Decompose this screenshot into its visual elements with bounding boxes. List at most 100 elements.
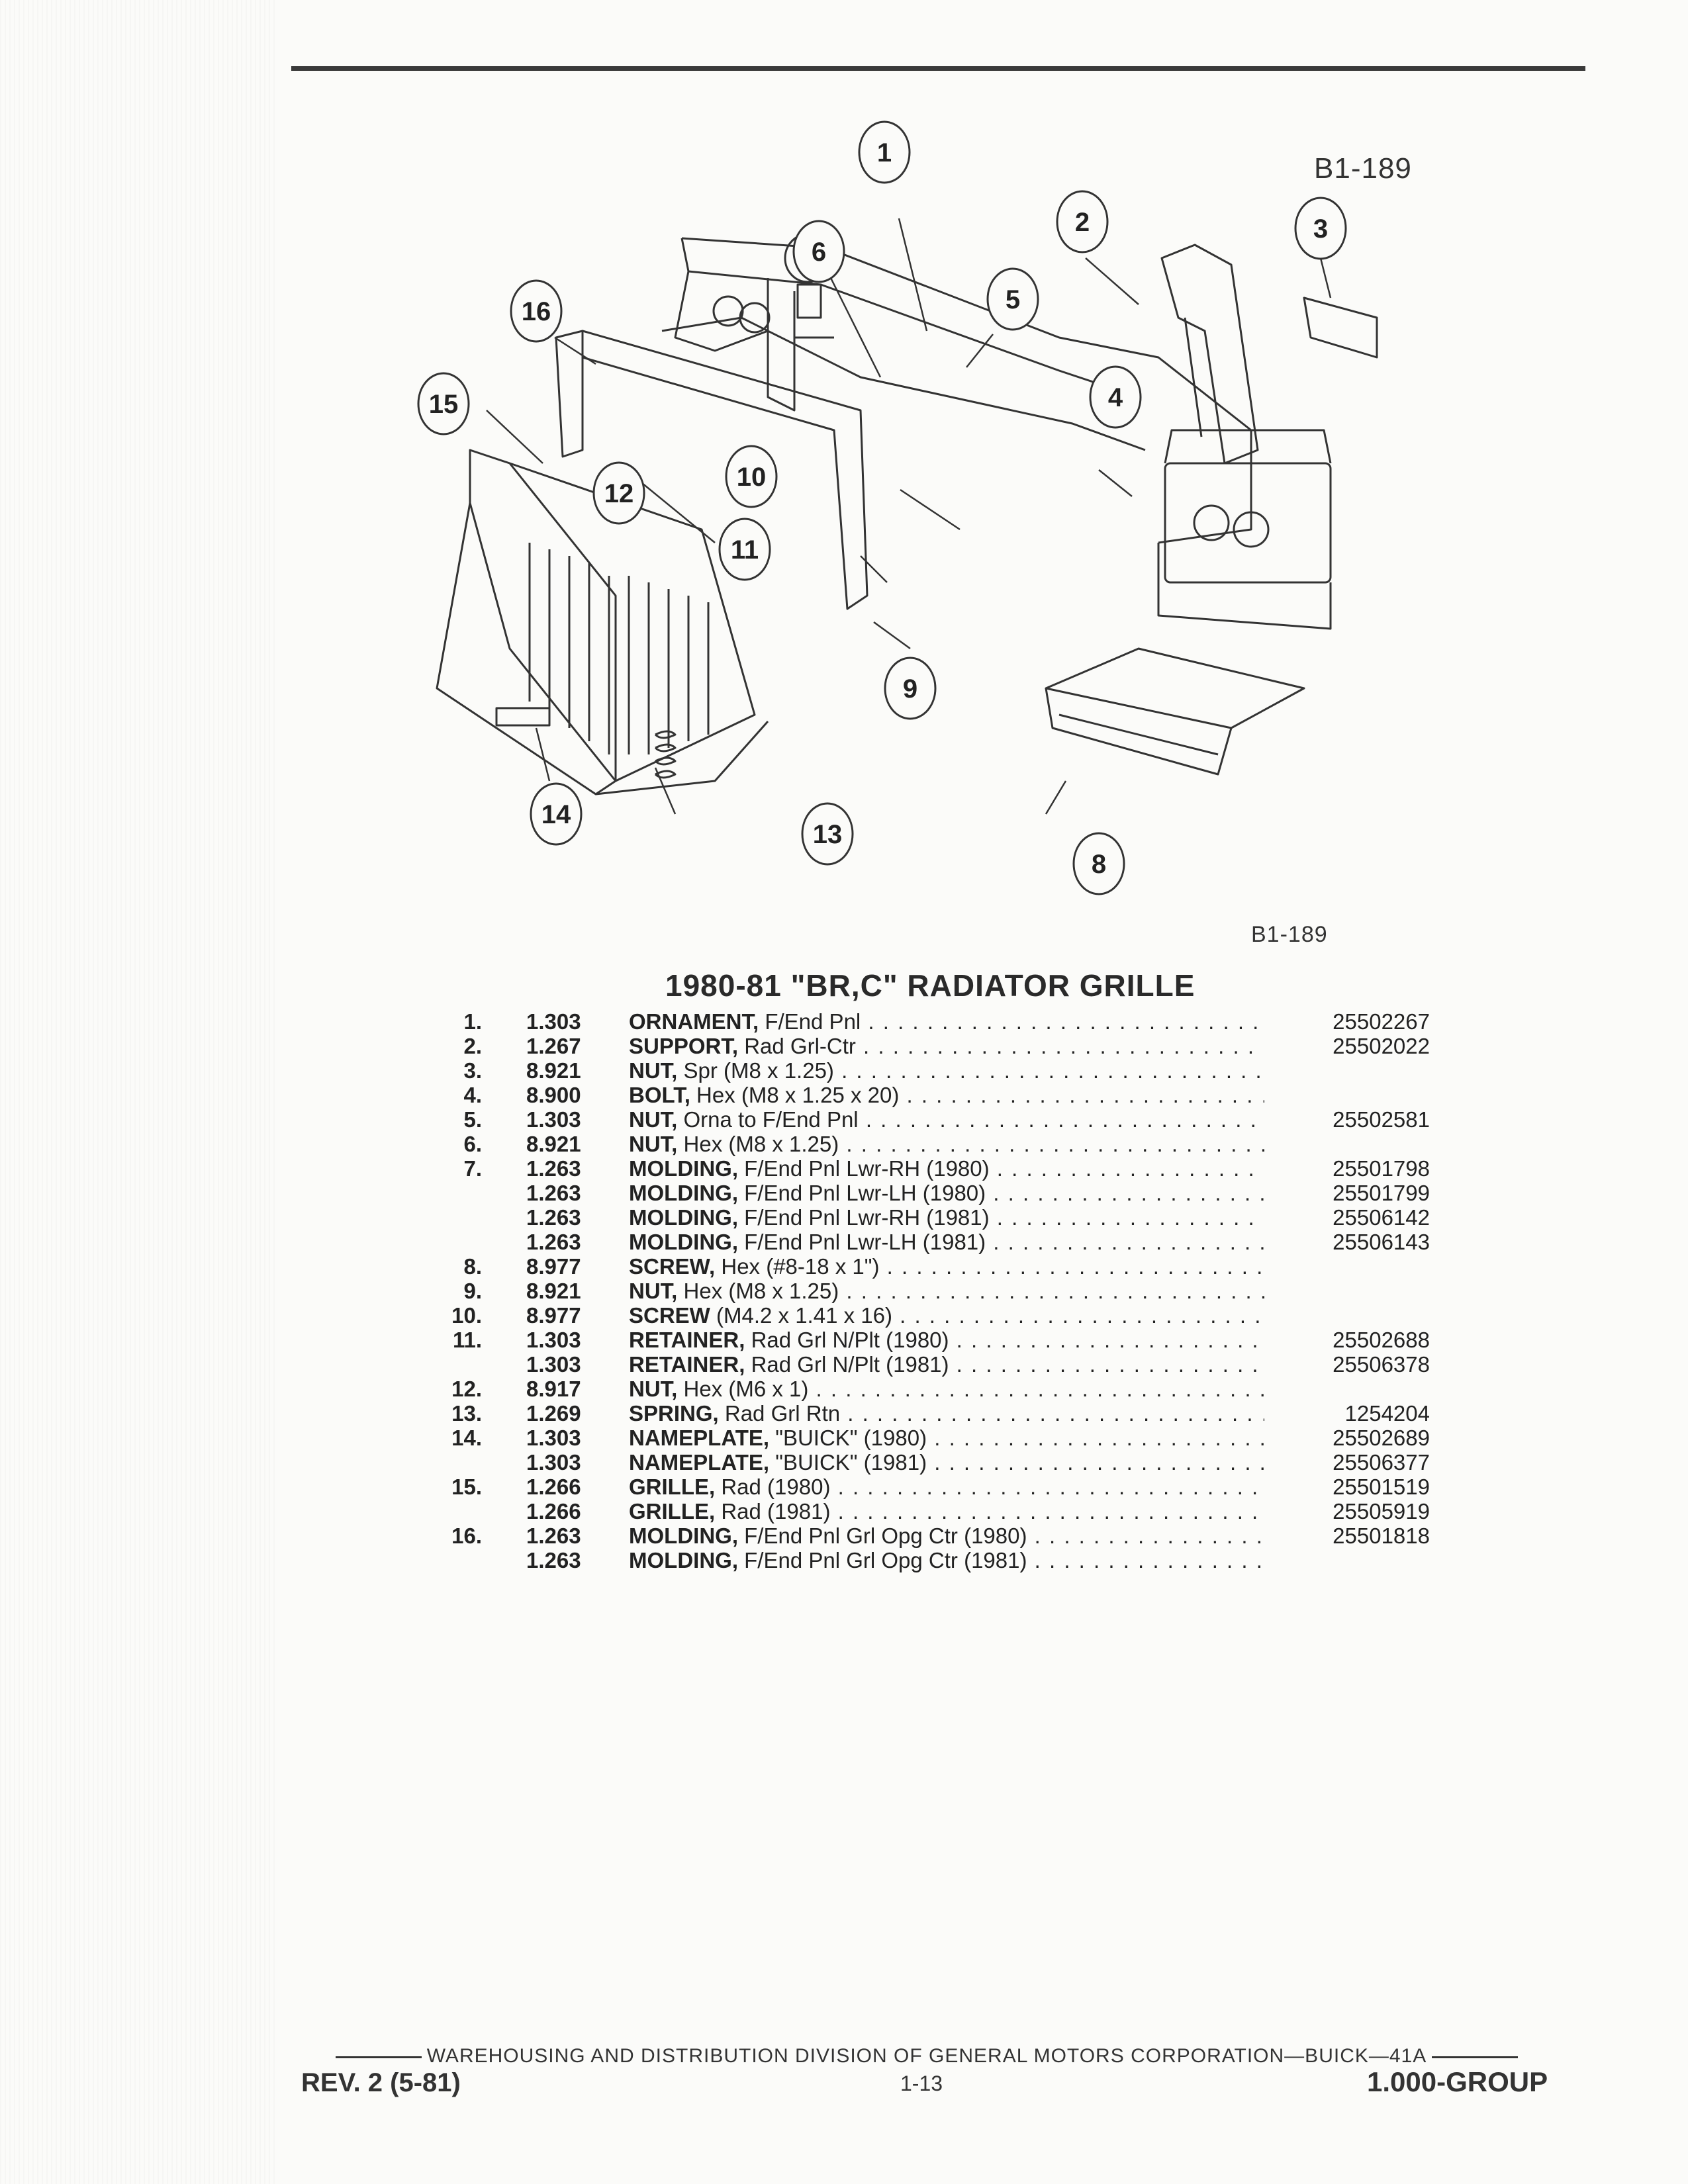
part-description: SPRING, Rad Grl Rtn: [629, 1401, 1264, 1426]
svg-text:8: 8: [1092, 850, 1106, 879]
part-detail: Rad Grl N/Plt (1980): [745, 1328, 949, 1352]
group-code: 1.266: [526, 1475, 581, 1499]
svg-text:10: 10: [737, 463, 767, 492]
parts-row: 16. 1.263 MOLDING, F/End Pnl Grl Opg Ctr (…: [450, 1524, 1430, 1548]
part-number: 25501798: [1304, 1156, 1430, 1181]
svg-text:5: 5: [1006, 285, 1020, 314]
svg-text:13: 13: [813, 820, 843, 849]
callout-4: 4: [1089, 365, 1142, 429]
opening-molding: [555, 330, 584, 458]
part-description: MOLDING, F/End Pnl Grl Opg Ctr (1980): [629, 1524, 1264, 1548]
lower-molding: [1045, 647, 1305, 776]
group-code: 1.303: [526, 1328, 581, 1352]
part-detail: Hex (M6 x 1): [677, 1377, 809, 1401]
group-code: 1.263: [526, 1524, 581, 1548]
callout-9: 9: [884, 657, 937, 720]
group-code: 8.921: [526, 1132, 581, 1156]
item-number: 5.: [463, 1107, 482, 1132]
part-description: MOLDING, F/End Pnl Grl Opg Ctr (1981): [629, 1548, 1264, 1572]
part-name: SPRING,: [629, 1401, 719, 1426]
fender-rail: [1303, 296, 1378, 359]
svg-text:6: 6: [812, 238, 826, 267]
scan-edge-texture: [0, 0, 278, 2184]
part-name: MOLDING,: [629, 1548, 738, 1572]
part-number: 25502689: [1304, 1426, 1430, 1450]
part-detail: F/End Pnl Lwr-LH (1981): [737, 1230, 986, 1254]
exploded-grille-diagram: 1 2 3 4 5 6 7 8 9 10 11 12 13 14 15 16: [417, 120, 1378, 895]
part-number: 25502267: [1304, 1009, 1430, 1034]
part-number: 25502688: [1304, 1328, 1430, 1352]
part-detail: Spr (M8 x 1.25): [677, 1058, 834, 1083]
part-description: NUT, Hex (M8 x 1.25): [629, 1279, 1264, 1303]
part-detail: Hex (M8 x 1.25 x 20): [690, 1083, 900, 1107]
item-number: 2.: [463, 1034, 482, 1058]
part-description: NUT, Spr (M8 x 1.25): [629, 1058, 1264, 1083]
part-description: GRILLE, Rad (1981): [629, 1499, 1264, 1524]
svg-text:4: 4: [1108, 383, 1123, 412]
footer-dash-right: [1432, 2056, 1519, 2058]
item-number: 4.: [463, 1083, 482, 1107]
part-name: ORNAMENT,: [629, 1009, 759, 1034]
figure-code-bottom: B1-189: [1251, 922, 1328, 947]
callout-5: 5: [986, 267, 1039, 331]
group-code: 1.263: [526, 1156, 581, 1181]
group-code: 1.267: [526, 1034, 581, 1058]
item-number: 16.: [451, 1524, 482, 1548]
part-detail: "BUICK" (1980): [769, 1426, 927, 1450]
callout-6: 6: [792, 220, 845, 283]
part-description: NAMEPLATE, "BUICK" (1980): [629, 1426, 1264, 1450]
group-code: 1.303: [526, 1450, 581, 1475]
part-detail: Hex (M8 x 1.25): [677, 1132, 839, 1156]
callout-2: 2: [1056, 190, 1109, 253]
item-number: 15.: [451, 1475, 482, 1499]
page-title: 1980-81 "BR,C" RADIATOR GRILLE: [665, 968, 1196, 1003]
part-name: MOLDING,: [629, 1181, 738, 1205]
part-detail: F/End Pnl Grl Opg Ctr (1980): [737, 1524, 1027, 1548]
item-number: 3.: [463, 1058, 482, 1083]
group-code: 1.303: [526, 1352, 581, 1377]
callout-14: 14: [530, 782, 583, 846]
group-code: 1.303: [526, 1107, 581, 1132]
part-detail: "BUICK" (1981): [769, 1450, 927, 1475]
part-name: NUT,: [629, 1058, 678, 1083]
group-code: 1.263: [526, 1181, 581, 1205]
callout-13: 13: [801, 802, 854, 866]
part-description: SUPPORT, Rad Grl-Ctr: [629, 1034, 1264, 1058]
parts-row: 15. 1.266 GRILLE, Rad (1980) 25501519: [450, 1475, 1430, 1499]
part-detail: Orna to F/End Pnl: [677, 1107, 859, 1132]
group-code: 1.266: [526, 1499, 581, 1524]
part-number: 25501818: [1304, 1524, 1430, 1548]
item-number: 7.: [463, 1156, 482, 1181]
group-code: 1.263: [526, 1205, 581, 1230]
part-detail: Hex (#8-18 x 1"): [715, 1254, 880, 1279]
svg-text:11: 11: [731, 535, 759, 565]
callout-8: 8: [1072, 832, 1125, 895]
part-name: NAMEPLATE,: [629, 1426, 770, 1450]
part-name: SCREW: [629, 1303, 710, 1328]
part-description: SCREW, Hex (#8-18 x 1"): [629, 1254, 1264, 1279]
item-number: 1.: [463, 1009, 482, 1034]
svg-text:12: 12: [604, 479, 634, 508]
part-name: NUT,: [629, 1377, 678, 1401]
part-description: MOLDING, F/End Pnl Lwr-RH (1981): [629, 1205, 1264, 1230]
group-number: 1.000-GROUP: [1367, 2066, 1548, 2097]
part-number: 25501519: [1304, 1475, 1430, 1499]
part-number: 25501799: [1304, 1181, 1430, 1205]
part-number: 25502581: [1304, 1107, 1430, 1132]
part-detail: Rad Grl-Ctr: [738, 1034, 856, 1058]
part-description: GRILLE, Rad (1980): [629, 1475, 1264, 1499]
part-detail: Rad (1981): [715, 1499, 831, 1524]
part-detail: F/End Pnl Lwr-LH (1980): [737, 1181, 986, 1205]
footer-dash-left: [335, 2056, 422, 2058]
callout-11: 11: [718, 518, 771, 581]
part-detail: Rad Grl Rtn: [718, 1401, 841, 1426]
part-number: 25506143: [1304, 1230, 1430, 1254]
